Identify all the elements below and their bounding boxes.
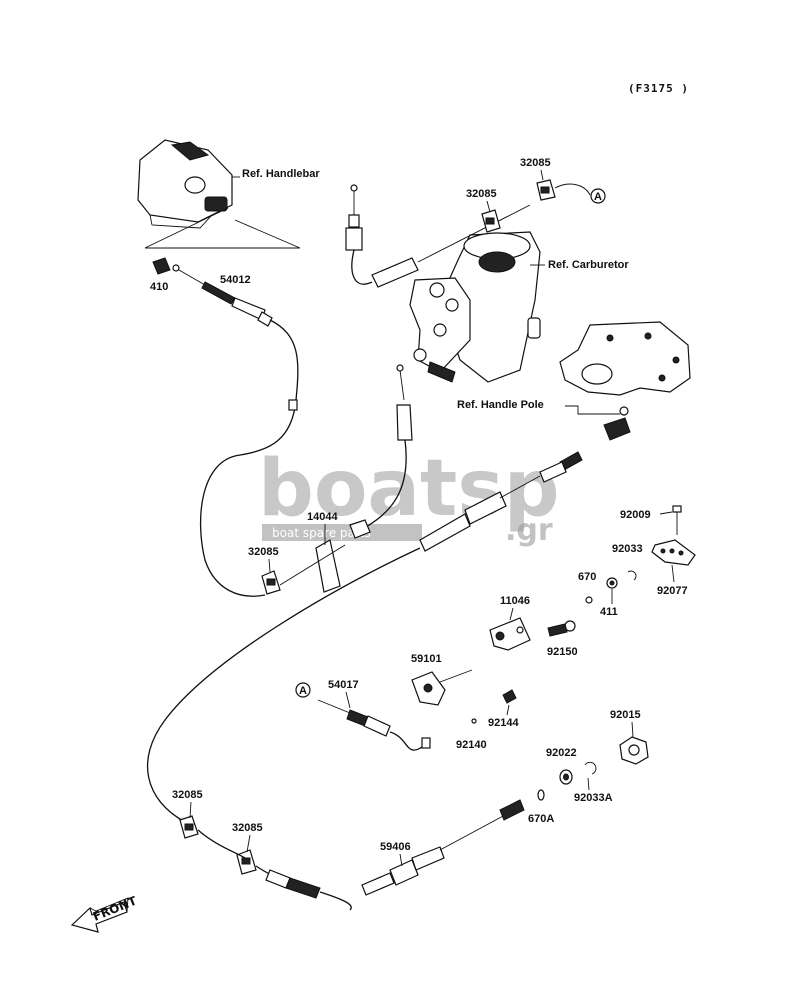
bolt-92150 [547, 620, 576, 637]
clamp-32085-top-right [536, 179, 591, 201]
part-59101: 59101 [411, 653, 442, 665]
ref-handle-pole: Ref. Handle Pole [457, 399, 544, 411]
part-11046: 11046 [500, 595, 530, 607]
watermark-brand: boatsp [258, 444, 560, 534]
bracket-11046 [489, 617, 531, 651]
diagram-code: (F3175 ) [628, 82, 689, 95]
nut-92015 [619, 736, 649, 765]
clip-92033 [627, 570, 637, 581]
pin-92140 [471, 718, 477, 724]
clip-670A [537, 789, 545, 801]
part-32085-low: 32085 [232, 822, 263, 834]
watermark: boatsp .gr boat spare parts [258, 444, 560, 548]
washer-92022 [559, 769, 573, 785]
cable-end-59406 [361, 799, 525, 896]
svg-text:A: A [594, 191, 602, 203]
part-59406: 59406 [380, 841, 411, 853]
carburetor [409, 231, 541, 383]
throttle-cable-main [146, 451, 583, 823]
part-92033: 92033 [612, 543, 643, 555]
part-411: 411 [600, 606, 618, 618]
svg-text:A: A [299, 685, 307, 697]
ref-handlebar: Ref. Handlebar [242, 168, 320, 180]
part-32085-top: 32085 [466, 188, 497, 200]
clamp-32085-low-left [179, 815, 199, 839]
plate-92077 [651, 539, 696, 566]
front-arrow: FRONT [70, 893, 140, 933]
part-92033A: 92033A [574, 792, 613, 804]
choke-cable-upper [345, 184, 531, 288]
part-92015: 92015 [610, 709, 641, 721]
bolt-92009 [672, 505, 682, 535]
part-32085-mid: 32085 [248, 546, 279, 558]
spring-92144 [502, 689, 517, 704]
washer-411 [606, 577, 618, 589]
part-670A: 670A [528, 813, 554, 825]
cable-54017: A [295, 682, 431, 751]
throttle-cable-54012 [172, 264, 299, 597]
choke-cable-lower [349, 364, 413, 539]
part-92144: 92144 [488, 717, 519, 729]
part-54012: 54012 [220, 274, 251, 286]
ref-carburetor: Ref. Carburetor [548, 259, 629, 271]
part-32085-top-right: 32085 [520, 157, 551, 169]
part-92150: 92150 [547, 646, 578, 658]
part-92140: 92140 [456, 739, 487, 751]
watermark-banner [262, 524, 422, 541]
callout-a-top: A [590, 188, 606, 204]
handle-pole-bracket [559, 321, 691, 441]
part-92077: 92077 [657, 585, 688, 597]
part-32085-low-left: 32085 [172, 789, 203, 801]
watermark-tagline: boat spare parts [272, 526, 371, 540]
part-670: 670 [578, 571, 596, 583]
lever-59101 [411, 669, 473, 706]
clamp-32085-top [481, 209, 501, 233]
handlebar-throttle-housing [137, 139, 233, 229]
clamp-32085-low [236, 849, 257, 875]
clip-92033A [584, 761, 597, 775]
washer-410 [152, 257, 171, 275]
part-410: 410 [150, 281, 168, 293]
part-14044: 14044 [307, 511, 338, 523]
watermark-tld: .gr [505, 513, 553, 548]
holder-14044 [315, 539, 341, 593]
part-54017: 54017 [328, 679, 359, 691]
part-92009: 92009 [620, 509, 651, 521]
front-label: FRONT [91, 893, 140, 923]
clamp-32085-mid [261, 570, 281, 595]
clip-670 [585, 596, 593, 604]
part-92022: 92022 [546, 747, 577, 759]
